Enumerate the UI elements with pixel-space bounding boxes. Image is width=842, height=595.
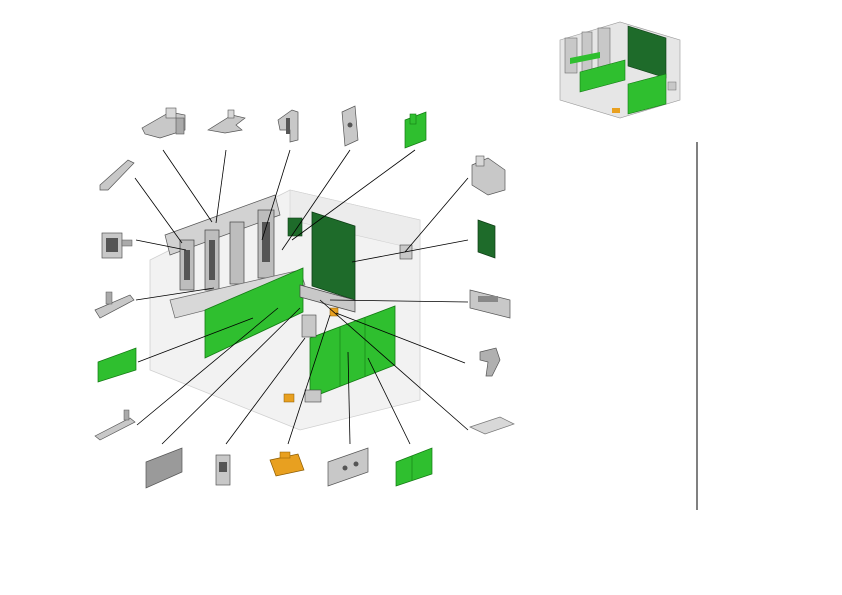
rear-pcb: [311, 211, 356, 301]
part-top-pcb: [404, 111, 427, 149]
part-bottom-sheet: [145, 447, 183, 489]
part-top-bracket-4: [341, 105, 359, 147]
part-bottom-plate: [327, 447, 369, 487]
front-pcb: [309, 305, 396, 399]
part-bottom-bracket: [215, 454, 231, 486]
part-left-rail-3: [94, 409, 136, 441]
assembled-chassis-icon: [556, 20, 681, 119]
part-left-rail-2: [94, 291, 135, 319]
left-pcb: [204, 267, 304, 359]
part-right-rail: [469, 289, 511, 319]
part-top-bracket-3: [277, 109, 299, 143]
part-right-pcb: [477, 219, 496, 259]
front-bracket-frame: [164, 194, 306, 319]
part-right-hook: [479, 347, 501, 377]
center-mount-plate: [299, 284, 356, 313]
part-left-pcb: [97, 347, 137, 383]
part-left-bracket: [101, 232, 133, 259]
part-top-bracket-1: [141, 107, 186, 139]
part-bottom-pcb: [395, 447, 433, 487]
leader-lines: [134, 149, 469, 445]
part-right-sheet: [469, 416, 515, 435]
exploded-chassis-icon: [149, 189, 421, 431]
part-right-bracket-1: [471, 155, 506, 196]
part-left-rail-1: [99, 159, 135, 191]
part-bottom-orange: [269, 451, 305, 477]
part-top-bracket-2: [207, 109, 246, 134]
